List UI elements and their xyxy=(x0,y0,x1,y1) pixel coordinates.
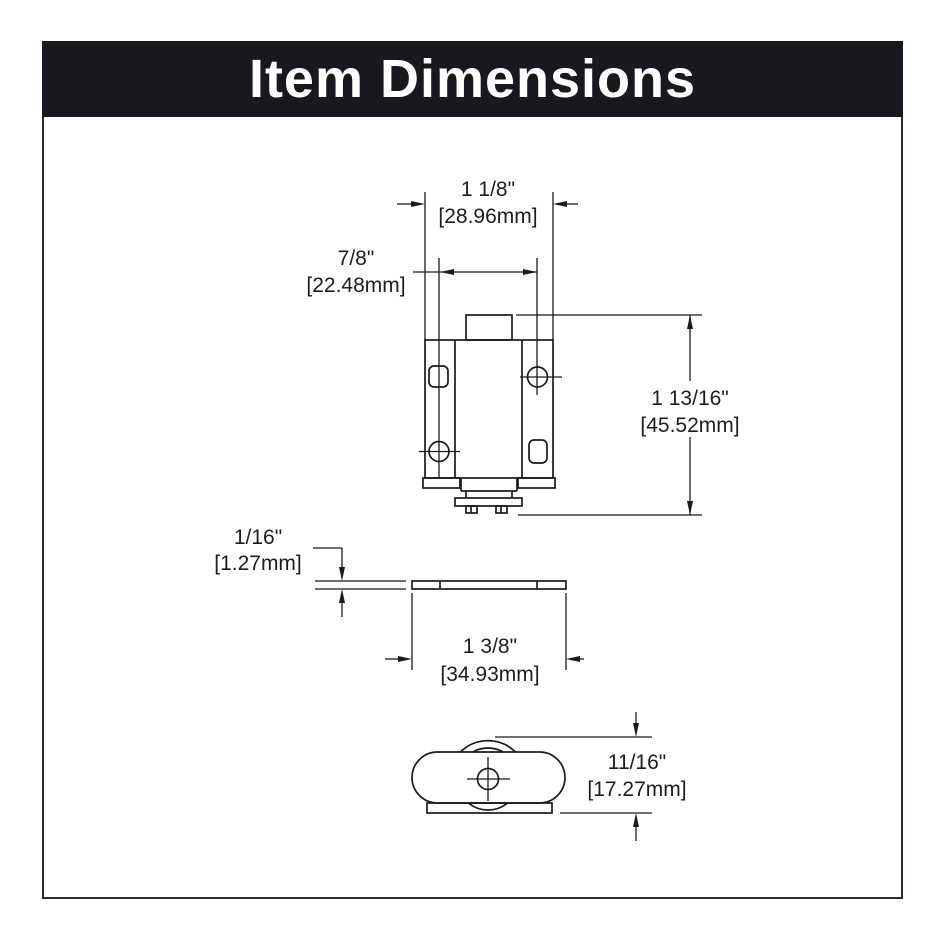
side-plate-view xyxy=(315,580,567,590)
left-foot xyxy=(422,477,461,489)
dim-plate-width-inches: 1 3/8" xyxy=(463,635,517,658)
dim-plate-width-mm: [34.93mm] xyxy=(440,663,539,686)
arrowhead xyxy=(687,315,693,329)
roller-bottom-arc xyxy=(467,802,509,811)
arrowhead xyxy=(687,501,693,515)
arrowhead xyxy=(633,723,639,737)
top-view xyxy=(411,739,566,814)
dim-depth-inches: 11/16" xyxy=(608,751,666,774)
header-bar: Item Dimensions xyxy=(42,41,903,117)
dim-plate-width: 1 3/8" [34.93mm] xyxy=(385,593,584,686)
arrowhead xyxy=(339,589,345,603)
diagram-border-frame xyxy=(42,41,903,899)
arrowhead xyxy=(523,269,537,275)
page-title: Item Dimensions xyxy=(248,49,697,109)
roller-outer-arc xyxy=(459,739,517,753)
right-slot-hole xyxy=(528,439,548,464)
body-outline xyxy=(424,339,554,479)
arrowhead xyxy=(411,201,425,207)
dim-plate-thickness: 1/16" [1.27mm] xyxy=(214,526,345,617)
arrowhead xyxy=(633,813,639,827)
base-plate-edge xyxy=(454,497,523,507)
dim-top-width-inches: 1 1/8" xyxy=(461,178,515,201)
dim-plate-thickness-inches: 1/16" xyxy=(234,526,282,549)
dim-plate-thickness-mm: [1.27mm] xyxy=(214,552,302,575)
dim-top-width: 1 1/8" [28.96mm] xyxy=(397,178,578,340)
plate-outline xyxy=(411,580,567,590)
right-foot xyxy=(517,477,556,489)
latch-tab xyxy=(465,314,513,341)
dim-hole-spacing-inches: 7/8" xyxy=(338,247,375,270)
dim-height-mm: [45.52mm] xyxy=(640,414,739,437)
arrowhead xyxy=(440,269,454,275)
arrowhead xyxy=(553,201,567,207)
arrowhead xyxy=(566,656,580,662)
dim-height-inches: 1 13/16" xyxy=(651,387,729,410)
arrowhead xyxy=(398,656,412,662)
dim-hole-spacing-mm: [22.48mm] xyxy=(306,274,405,297)
dim-top-width-mm: [28.96mm] xyxy=(438,205,537,228)
dim-height: 1 13/16" [45.52mm] xyxy=(516,314,740,516)
dim-depth-mm: [17.27mm] xyxy=(587,778,686,801)
roller-inner-arc xyxy=(472,747,504,753)
dim-depth: 11/16" [17.27mm] xyxy=(495,712,687,841)
front-view xyxy=(419,314,562,514)
mounting-plate-edge xyxy=(426,802,553,814)
arrowhead xyxy=(339,567,345,581)
dim-hole-spacing: 7/8" [22.48mm] xyxy=(306,247,538,477)
